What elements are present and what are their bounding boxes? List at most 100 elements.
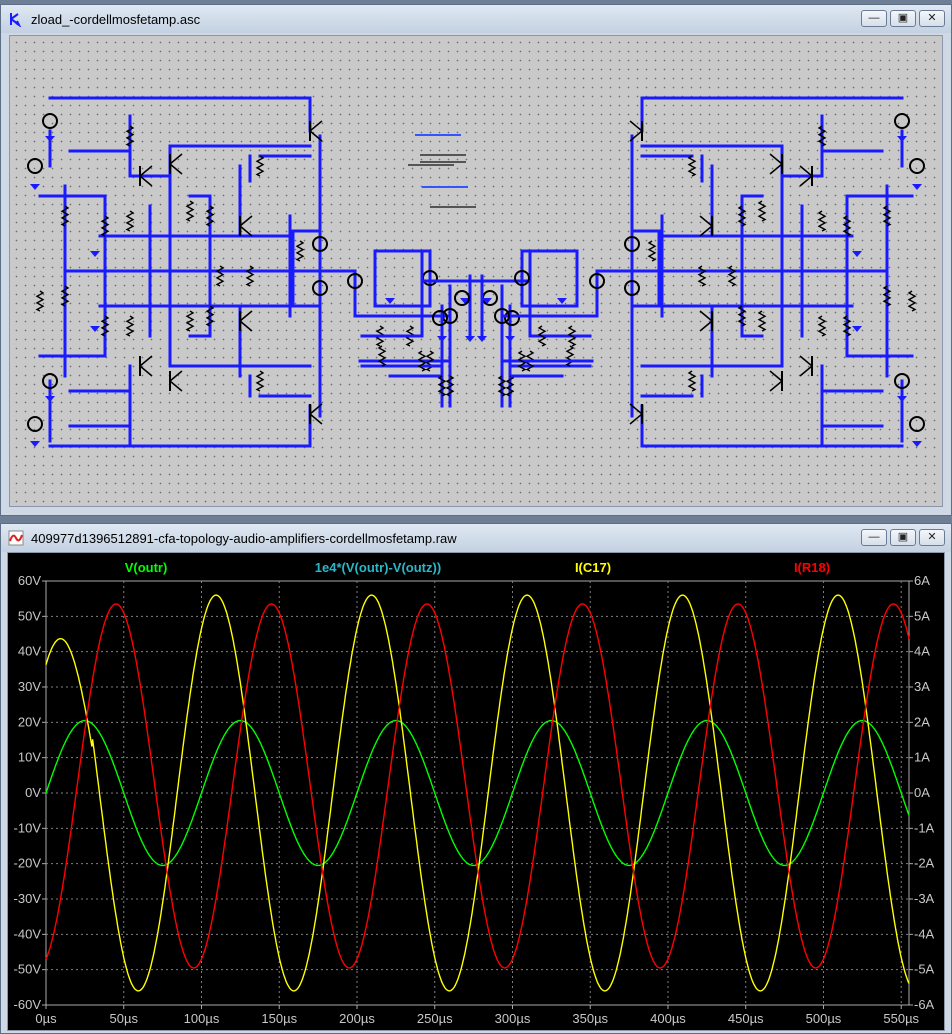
schematic-canvas[interactable]: [9, 35, 943, 507]
maximize-button[interactable]: ▣: [890, 10, 916, 27]
y-tick-label-left: 50V: [18, 608, 41, 623]
ground-symbol: [897, 396, 907, 402]
y-tick-label-left: 30V: [18, 679, 41, 694]
x-tick-label: 200µs: [339, 1011, 375, 1026]
resistor-symbol: [60, 205, 70, 227]
transistor-symbol: [309, 130, 323, 142]
y-tick-label-left: -10V: [14, 820, 42, 835]
resistor-symbol: [125, 315, 135, 337]
resistor-symbol: [505, 375, 515, 397]
ground-symbol: [505, 336, 515, 342]
y-tick-label-left: 60V: [18, 573, 41, 588]
waveform-window: 409977d1396512891-cfa-topology-audio-amp…: [0, 523, 952, 1034]
transistor-symbol: [309, 120, 323, 132]
transistor-symbol: [699, 310, 713, 322]
schematic-drawing: [27, 96, 925, 448]
transistor-symbol: [769, 163, 783, 175]
resistor-symbol: [727, 265, 737, 287]
minimize-button[interactable]: —: [861, 10, 887, 27]
resistor-symbol: [437, 375, 447, 397]
resistor-symbol: [817, 125, 827, 147]
transistor-symbol: [309, 403, 323, 415]
resistor-symbol: [185, 200, 195, 222]
maximize-button[interactable]: ▣: [890, 529, 916, 546]
transistor-symbol: [629, 120, 643, 132]
minimize-icon: —: [868, 531, 880, 543]
y-tick-label-right: 1A: [914, 750, 930, 765]
resistor-symbol: [567, 325, 577, 347]
waveform-plot[interactable]: 60V50V40V30V20V10V0V-10V-20V-30V-40V-50V…: [8, 553, 946, 1032]
source-symbol: [624, 280, 640, 296]
close-button[interactable]: ✕: [919, 10, 945, 27]
source-symbol: [42, 373, 58, 389]
source-symbol: [312, 236, 328, 252]
y-tick-label-right: 2A: [914, 714, 930, 729]
y-tick-label-right: 4A: [914, 644, 930, 659]
legend-label: I(R18): [794, 560, 830, 575]
waveform-viewer-icon: [7, 529, 25, 547]
y-tick-label-left: -40V: [14, 926, 42, 941]
ground-symbol: [90, 251, 100, 257]
y-tick-label-left: -60V: [14, 997, 42, 1012]
y-tick-label-left: -20V: [14, 856, 42, 871]
y-tick-label-right: 3A: [914, 679, 930, 694]
waveform-titlebar[interactable]: 409977d1396512891-cfa-topology-audio-amp…: [1, 524, 951, 552]
close-icon: ✕: [927, 12, 937, 24]
close-button[interactable]: ✕: [919, 529, 945, 546]
legend-label: 1e4*(V(outr)-V(outz)): [315, 560, 441, 575]
ground-symbol: [45, 396, 55, 402]
transistor-symbol: [769, 370, 783, 382]
source-symbol: [42, 113, 58, 129]
transistor-symbol: [169, 380, 183, 392]
resistor-symbol: [882, 205, 892, 227]
x-tick-label: 300µs: [495, 1011, 531, 1026]
source-symbol: [589, 273, 605, 289]
directive-text: [420, 154, 466, 156]
resistor-symbol: [517, 350, 527, 372]
x-tick-label: 400µs: [650, 1011, 686, 1026]
y-tick-label-right: -5A: [914, 962, 935, 977]
trace-i-c17-: [45, 594, 910, 992]
directive-text: [430, 206, 476, 208]
transistor-symbol: [239, 225, 253, 237]
transistor-symbol: [169, 153, 183, 165]
y-tick-label-left: -50V: [14, 962, 42, 977]
resistor-symbol: [125, 125, 135, 147]
source-symbol: [909, 158, 925, 174]
schematic-right-channel: [360, 96, 925, 448]
ground-symbol: [90, 326, 100, 332]
legend-label: V(outr): [125, 560, 168, 575]
transistor-symbol: [239, 215, 253, 227]
y-tick-label-right: 5A: [914, 608, 930, 623]
resistor-symbol: [817, 315, 827, 337]
resistor-symbol: [255, 370, 265, 392]
y-tick-label-right: -1A: [914, 820, 935, 835]
ground-symbol: [912, 441, 922, 447]
resistor-symbol: [185, 310, 195, 332]
resistor-symbol: [125, 210, 135, 232]
maximize-icon: ▣: [897, 531, 909, 543]
resistor-symbol: [100, 315, 110, 337]
minimize-button[interactable]: —: [861, 529, 887, 546]
source-symbol: [347, 273, 363, 289]
source-symbol: [494, 308, 510, 324]
resistor-symbol: [842, 215, 852, 237]
resistor-symbol: [295, 240, 305, 262]
schematic-window-title: zload_-cordellmosfetamp.asc: [31, 11, 201, 27]
y-tick-label-right: -4A: [914, 926, 935, 941]
transistor-symbol: [799, 175, 813, 187]
schematic-titlebar[interactable]: zload_-cordellmosfetamp.asc — ▣ ✕: [1, 5, 951, 33]
directive-text: [420, 161, 466, 163]
resistor-symbol: [417, 350, 427, 372]
ground-symbol: [460, 298, 470, 304]
source-symbol: [454, 290, 470, 306]
resistor-symbol: [687, 155, 697, 177]
maximize-icon: ▣: [897, 12, 909, 24]
transistor-symbol: [699, 320, 713, 332]
ground-symbol: [897, 136, 907, 142]
ground-symbol: [852, 251, 862, 257]
ground-symbol: [557, 298, 567, 304]
resistor-symbol: [757, 310, 767, 332]
ground-symbol: [477, 336, 487, 342]
